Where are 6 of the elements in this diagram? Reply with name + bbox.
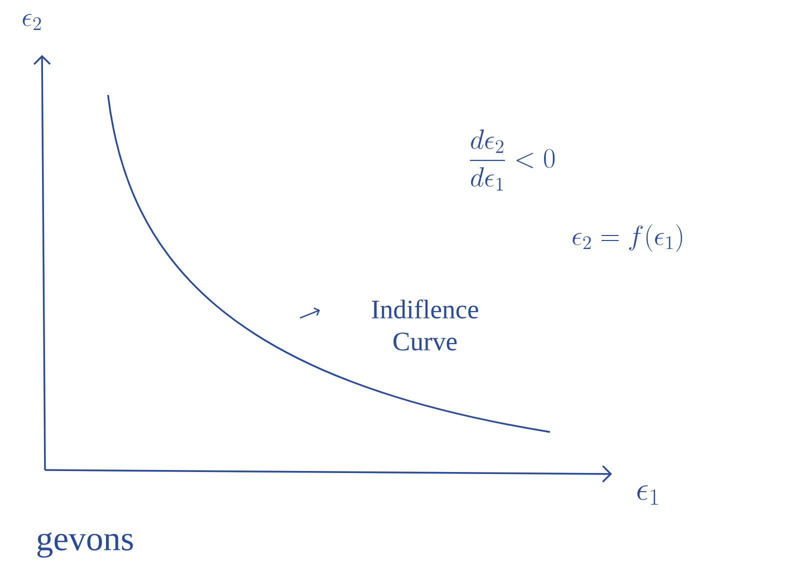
author-name: gevons bbox=[37, 532, 133, 558]
curve-label: Indiflence Curve bbox=[372, 299, 478, 350]
axis-label: $\epsilon_2$ bbox=[22, 14, 41, 30]
formula: $\frac{d\epsilon_2}{d\epsilon_1}<0$ bbox=[470, 130, 555, 190]
axis-label: $\epsilon_1$ bbox=[637, 485, 658, 505]
formula: $\epsilon_2=f(\epsilon_1)$ bbox=[572, 224, 682, 252]
